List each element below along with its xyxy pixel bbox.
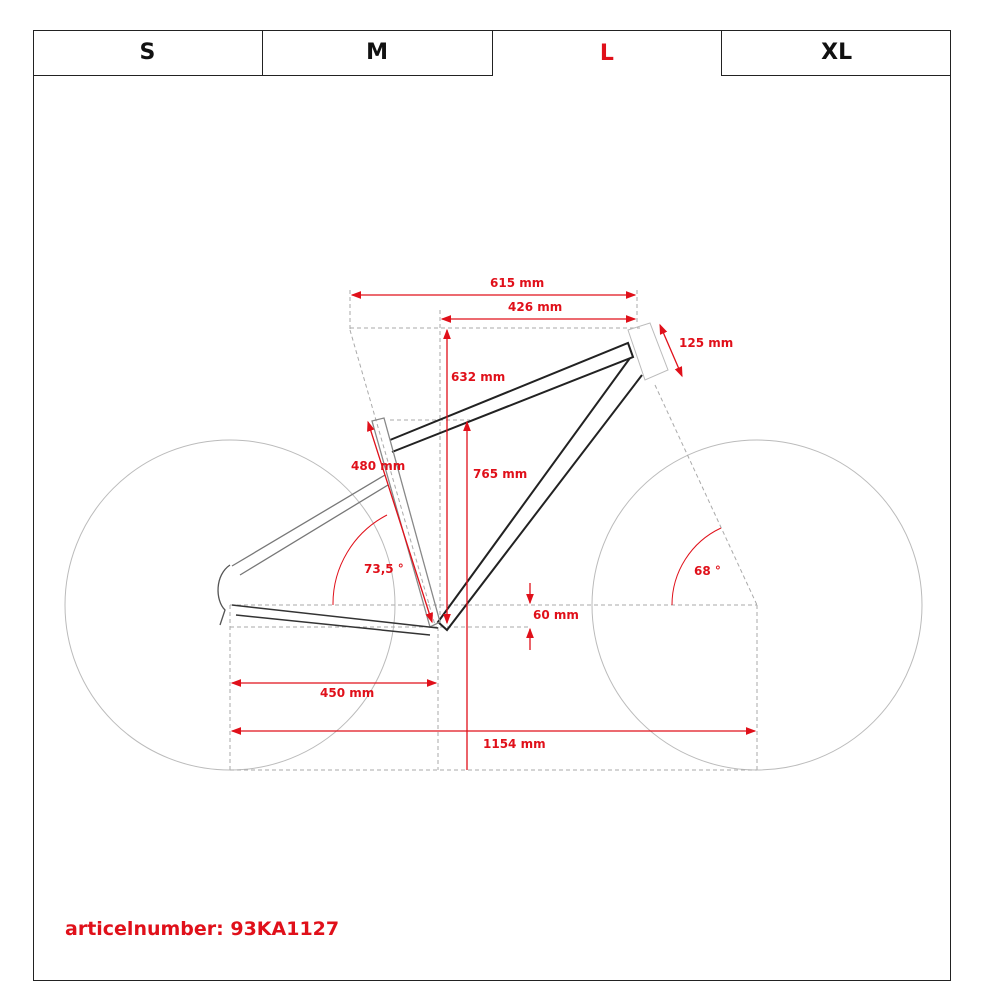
dim-line-125 bbox=[659, 323, 683, 378]
tab-size-s[interactable]: S bbox=[33, 30, 263, 76]
label-450: 450 mm bbox=[320, 686, 374, 700]
label-632: 632 mm bbox=[451, 370, 505, 384]
label-125: 125 mm bbox=[679, 336, 733, 350]
tab-size-xl[interactable]: XL bbox=[722, 30, 951, 76]
article-number: articelnumber: 93KA1127 bbox=[65, 918, 340, 940]
tab-size-l[interactable]: L bbox=[493, 30, 723, 76]
tab-size-m[interactable]: M bbox=[262, 30, 493, 76]
bike-frame bbox=[217, 322, 669, 636]
label-seat-angle: 73,5 ° bbox=[364, 562, 404, 576]
seat-angle-arc bbox=[332, 514, 388, 606]
label-426: 426 mm bbox=[508, 300, 562, 314]
label-head-angle: 68 ° bbox=[694, 564, 721, 578]
label-615: 615 mm bbox=[490, 276, 544, 290]
label-480: 480 mm bbox=[351, 459, 405, 473]
label-765: 765 mm bbox=[473, 467, 527, 481]
size-tabs: S M L XL bbox=[33, 30, 951, 76]
label-60: 60 mm bbox=[533, 608, 579, 622]
label-1154: 1154 mm bbox=[483, 737, 546, 751]
guide-lines bbox=[229, 290, 758, 771]
head-angle-arc bbox=[671, 527, 722, 606]
dim-line-480 bbox=[367, 420, 433, 624]
